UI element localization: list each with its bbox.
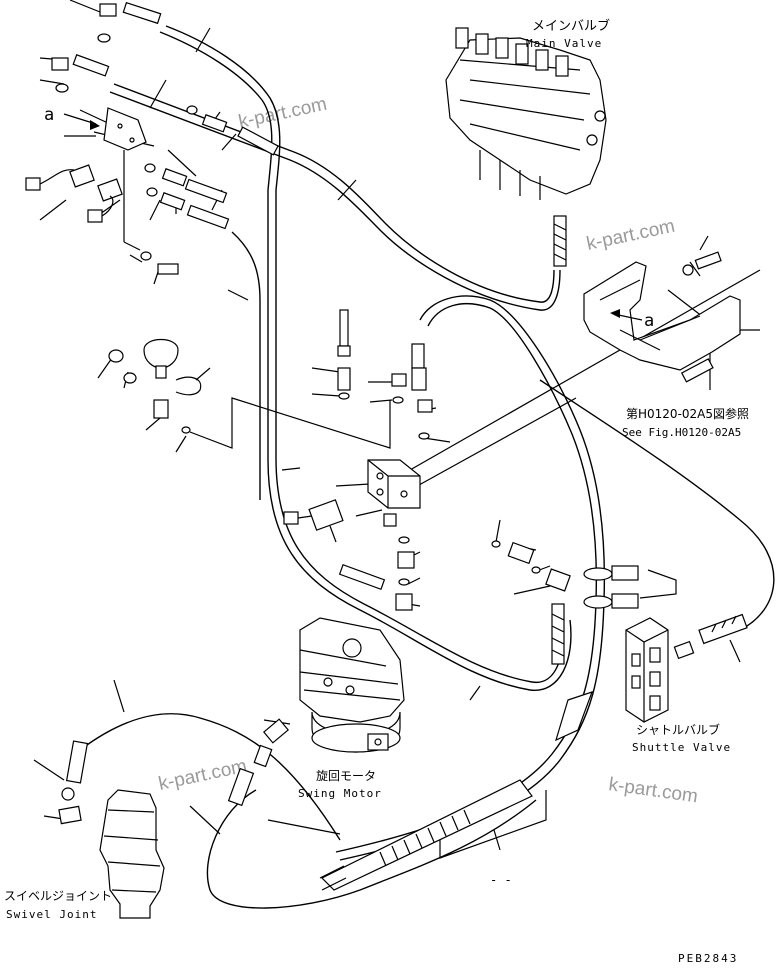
shuttle-valve-label-jp: シャトルバルブ [636,722,720,737]
see-fig-label-jp: 第H0120-02A5図参照 [626,406,749,421]
swing-motor[interactable] [227,617,405,807]
main-valve[interactable] [445,27,607,267]
accumulator[interactable] [108,338,202,434]
bracket[interactable] [583,251,741,383]
drawing-code: PEB2843 [678,952,738,965]
swivel-joint-label-en: Swivel Joint [6,908,97,921]
watermark: k-part.com [237,94,329,133]
see-fig-label-en: See Fig.H0120-02A5 [622,426,741,439]
top-left-fittings[interactable] [25,1,279,275]
watermark: k-part.com [607,774,699,807]
main-valve-label-jp: メインバルブ [532,18,610,34]
swing-motor-label-jp: 旋回モータ [316,769,376,783]
hose-clamps[interactable] [583,565,639,609]
shuttle-valve[interactable] [625,613,748,723]
ref-a-left: a [44,105,54,125]
swivel-joint-label-jp: スイベルジョイント [4,889,112,903]
swing-motor-label-en: Swing Motor [298,787,382,800]
dashes-label: - - [490,873,512,887]
ref-a-right: a [644,311,654,331]
swivel-joint[interactable] [58,740,165,919]
watermark: k-part.com [585,216,677,255]
shuttle-valve-label-en: Shuttle Valve [632,741,731,754]
leader-lines [33,0,761,859]
valve-block[interactable] [283,309,571,665]
hose-sleeve[interactable] [319,691,593,891]
main-valve-label-en: Main Valve [526,37,602,50]
